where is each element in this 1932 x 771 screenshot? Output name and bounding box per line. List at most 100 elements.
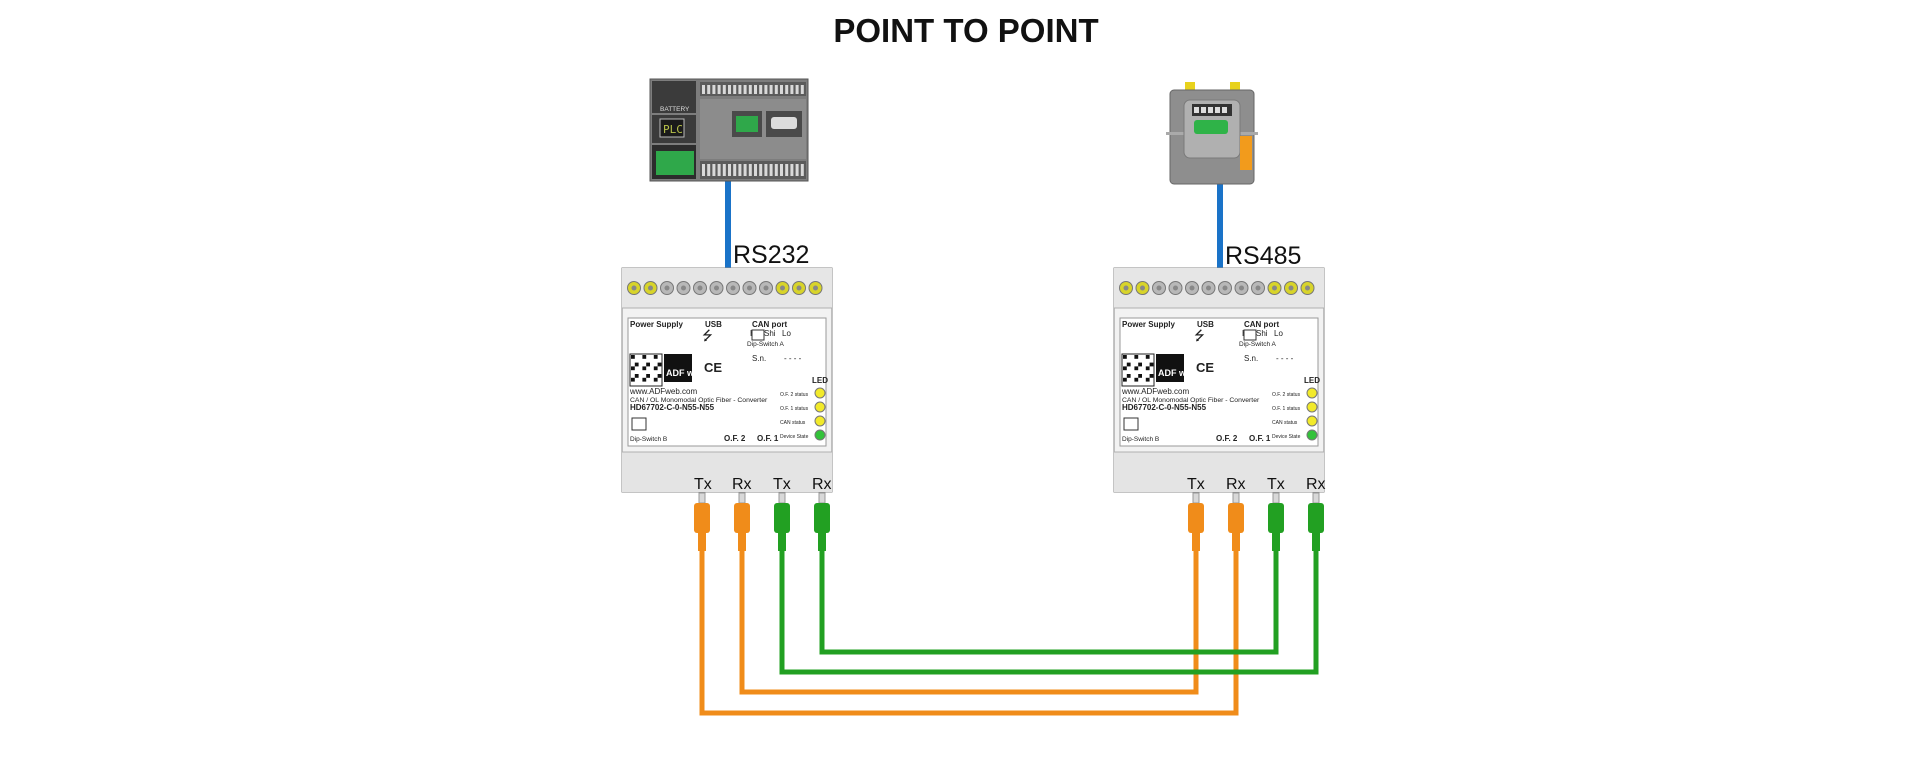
of2-label: O.F. 2 (724, 434, 746, 443)
qr-cell (634, 362, 639, 367)
connector-boot (1232, 533, 1240, 551)
website-label: www.ADFweb.com (1121, 387, 1189, 396)
plc-bottom-teeth (702, 164, 804, 176)
plc-top-tooth (795, 85, 799, 94)
plc-top-tooth (712, 85, 716, 94)
can-pin-lo: Lo (782, 329, 791, 338)
qr-cell (1134, 355, 1139, 359)
plc-top-tooth (707, 85, 711, 94)
qr-cell (653, 377, 658, 382)
plc-top-terminals (700, 82, 806, 96)
connector-ferrule (1312, 492, 1320, 504)
can-port-label: CAN port (752, 320, 787, 329)
fiber-connector-orange (1188, 492, 1204, 551)
plc-top-tooth (717, 85, 721, 94)
terminal-screw-center (1288, 285, 1294, 291)
qr-cell (1126, 374, 1131, 378)
qr-cell (1123, 366, 1127, 371)
terminal-screws (627, 281, 823, 295)
fiber-connector-green (1268, 492, 1284, 551)
terminal-screw-center (1222, 285, 1228, 291)
plc-top-tooth (774, 85, 778, 94)
led-name: CAN status (1272, 420, 1298, 426)
ce-mark: CE (704, 360, 722, 375)
connector-ferrule (778, 492, 786, 504)
qr-cell (1145, 377, 1150, 382)
right-pin-rx-2: Rx (1306, 476, 1326, 493)
can-pin-shi: Shi (764, 329, 776, 338)
can-pin-lo: Lo (1274, 329, 1283, 338)
fiber-connector-green (1308, 492, 1324, 551)
led-name: O.F. 2 status (1272, 392, 1301, 398)
terminal-screw-center (1123, 285, 1129, 291)
qr-cell (653, 366, 658, 371)
plc-top-tooth (702, 85, 705, 94)
plc-bottom-tooth (774, 164, 778, 176)
model-label: HD67702-C-0-N55-N55 (630, 403, 715, 412)
sn-value: - - - - (784, 354, 802, 363)
of1-label: O.F. 1 (1249, 434, 1271, 443)
plc-bottom-tooth (795, 164, 799, 176)
connector-body (1268, 503, 1284, 533)
ce-mark: CE (1196, 360, 1214, 375)
terminal-screw-center (1206, 285, 1211, 291)
plc-top-tooth (800, 85, 804, 94)
can-port-label: CAN port (1244, 320, 1279, 329)
status-led (814, 387, 826, 399)
connector-boot (1272, 533, 1280, 551)
qr-cell (657, 362, 662, 367)
qr-cell (657, 374, 662, 378)
connector-ferrule (1192, 492, 1200, 504)
connector-ferrule (1272, 492, 1280, 504)
plc-top-tooth (743, 85, 747, 94)
plc-top-tooth (785, 85, 789, 94)
connector-ferrule (698, 492, 706, 504)
plc-bottom-tooth (748, 164, 752, 176)
plc-top-tooth (748, 85, 752, 94)
connector-ferrule (818, 492, 826, 504)
plc-top-tooth (780, 85, 783, 94)
dip-switch-a-label: Dip-Switch A (747, 341, 785, 348)
qr-cell (1145, 355, 1150, 359)
led-title: LED (812, 376, 828, 385)
qr-code (629, 353, 663, 387)
qr-cell (1123, 355, 1127, 359)
qr-cell (631, 355, 635, 359)
diagram-title: POINT TO POINT (833, 12, 1099, 49)
terminal-screw-center (813, 285, 818, 291)
terminal-screw-center (1156, 285, 1162, 291)
plc-bottom-tooth (754, 164, 757, 176)
left-pin-rx-1: Rx (732, 476, 752, 493)
sn-value: - - - - (1276, 354, 1294, 363)
plc-bottom-tooth (743, 164, 747, 176)
rs485-cable (1217, 176, 1223, 270)
dip-switch-a-label: Dip-Switch A (1239, 341, 1277, 348)
qr-cell (653, 355, 658, 359)
connector-body (1228, 503, 1244, 533)
qr-cell (642, 377, 647, 382)
qr-cell (1138, 362, 1142, 367)
status-led (1306, 429, 1318, 441)
terminal-screw-center (1173, 285, 1178, 291)
terminal-screw-center (681, 285, 686, 291)
status-led (814, 415, 826, 427)
status-led (1306, 387, 1318, 399)
fiber-connector-green (774, 492, 790, 551)
qr-cell (642, 355, 647, 359)
status-led (1306, 401, 1318, 413)
fiber-cables (699, 550, 1319, 716)
fiber-connectors (694, 492, 1324, 551)
plc-bottom-tooth (722, 164, 726, 176)
terminal-screw-center (664, 285, 670, 291)
terminal-screw-center (796, 285, 802, 291)
fiber-connector-orange (694, 492, 710, 551)
description-label: CAN / OL Monomodal Optic Fiber - Convert… (1122, 397, 1260, 404)
plc-top-tooth (738, 85, 742, 94)
plc-device: BATTERY PLC (649, 78, 809, 182)
plc-screen-text: PLC (663, 123, 683, 136)
left-pin-tx-2: Tx (773, 476, 791, 493)
terminal-screw-center (780, 285, 785, 291)
qr-cell (1134, 366, 1139, 371)
status-led (1306, 415, 1318, 427)
